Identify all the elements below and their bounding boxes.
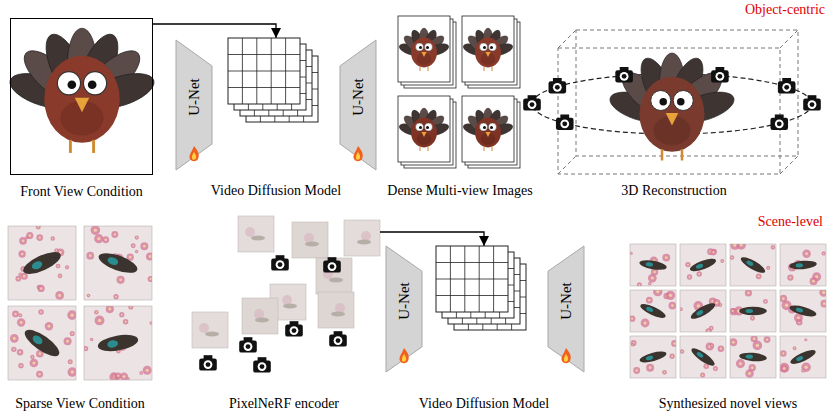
shape-outline [436, 246, 532, 342]
photo [630, 244, 676, 286]
camera-icon [329, 331, 347, 346]
photo [8, 226, 76, 300]
photo [680, 290, 726, 332]
novel-views-art [629, 240, 828, 378]
turkey-figure [398, 108, 451, 151]
turkey-figure [462, 108, 515, 151]
flame-icon [399, 348, 408, 363]
photo [630, 290, 676, 332]
camera-icon [523, 95, 541, 110]
photo [730, 244, 776, 286]
latent-grid: Video Diffusion Model [228, 38, 324, 136]
multiview-images: Dense Multi-view Images [398, 14, 522, 174]
photo [8, 306, 76, 380]
unet-encoder: U-Net [386, 246, 422, 372]
shape-outline [8, 226, 152, 382]
camera-icon [711, 67, 729, 82]
shape-outline [228, 38, 324, 136]
unet-decoder: U-Net [340, 40, 376, 170]
camera-icon [770, 114, 788, 129]
caption: 3D Reconstruction [621, 183, 726, 199]
section-label: Object-centric [745, 2, 825, 18]
arrow-connector [153, 24, 276, 38]
arrow-connector [380, 232, 484, 246]
flame-icon [189, 146, 198, 161]
photo [780, 336, 826, 378]
caption: Sparse View Condition [15, 396, 145, 412]
turkey-figure [6, 28, 158, 153]
sparse-views-art [8, 224, 154, 381]
photo [730, 336, 776, 378]
caption: Front View Condition [20, 184, 143, 200]
camera-icon [239, 337, 257, 352]
photo [730, 290, 776, 332]
camera-icon [253, 357, 271, 372]
reconstruction-art [523, 30, 821, 174]
caption: Video Diffusion Model [211, 183, 341, 199]
turkey-figure [398, 28, 451, 71]
camera-icon [556, 114, 574, 129]
camera-icon [285, 321, 303, 336]
turkey-figure [606, 53, 737, 161]
novel-views: Synthesized novel views [630, 244, 826, 378]
condition-image: Front View Condition [10, 18, 153, 175]
camera-icon [199, 355, 217, 370]
camera-icon [615, 67, 633, 82]
photo [680, 336, 726, 378]
camera-icon [778, 78, 796, 93]
photo [680, 244, 726, 286]
latent-grid: Video Diffusion Model [436, 246, 532, 342]
caption: Video Diffusion Model [419, 396, 549, 412]
photo [84, 306, 152, 380]
camera-icon [323, 257, 341, 272]
pixelnerf-encoder-art [192, 216, 380, 373]
sparse-views: Sparse View Condition [8, 226, 152, 382]
photo [84, 226, 152, 300]
shape-outline [11, 19, 154, 176]
flame-icon [561, 348, 570, 363]
multiview-images-art [398, 16, 520, 168]
shape-outline [398, 14, 522, 174]
condition-image-art [6, 28, 158, 153]
photo [630, 336, 676, 378]
pixelnerf-encoder: PixelNeRF encoder [188, 214, 380, 382]
photo [780, 244, 826, 286]
unet-encoder: U-Net [176, 40, 212, 170]
shape-outline [630, 244, 826, 378]
block-label: U-Net [396, 283, 413, 321]
camera-icon [803, 95, 821, 110]
shape-outline [548, 28, 800, 176]
block-label: U-Net [558, 283, 575, 321]
block-label: U-Net [350, 78, 367, 116]
turkey-figure [462, 28, 515, 71]
caption: Synthesized novel views [659, 396, 797, 412]
shape-outline [188, 214, 380, 382]
photo [780, 290, 826, 332]
unet-decoder: U-Net [548, 246, 584, 372]
flame-icon [353, 146, 362, 161]
camera-icon [549, 78, 567, 93]
reconstruction: 3D Reconstruction [548, 28, 800, 176]
camera-icon [271, 255, 289, 270]
caption: PixelNeRF encoder [229, 396, 339, 412]
caption: Dense Multi-view Images [387, 183, 532, 199]
block-label: U-Net [186, 78, 203, 116]
section-label: Scene-level [758, 214, 823, 230]
